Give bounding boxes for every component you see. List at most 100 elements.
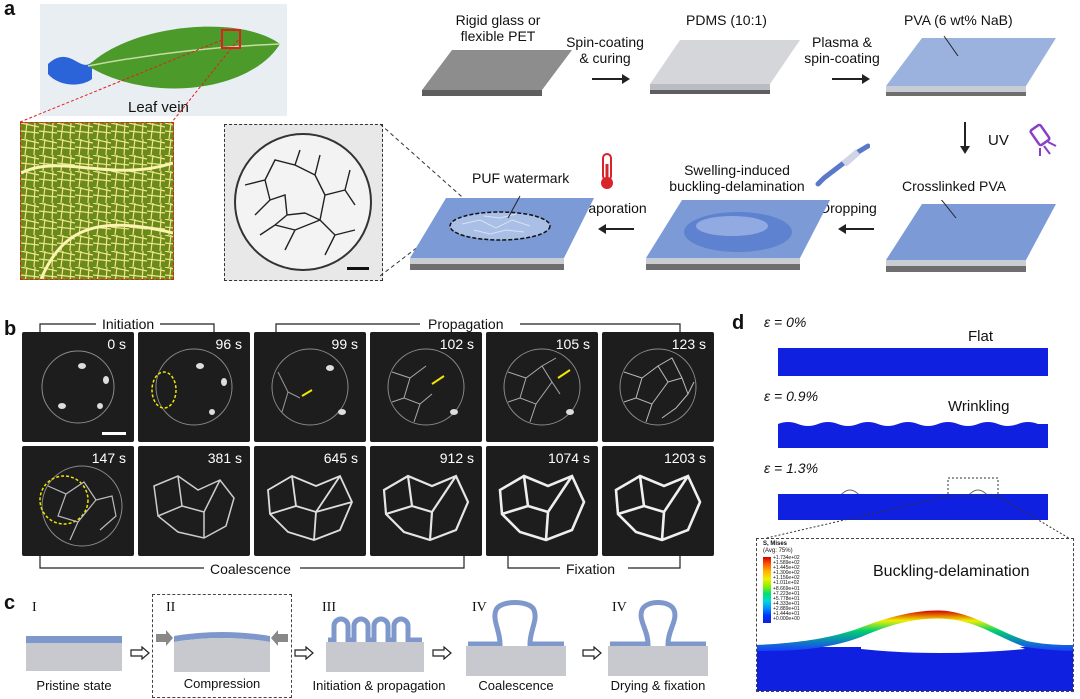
strain-label: ε = 0.9% — [764, 388, 819, 404]
stage-roman: IV — [612, 600, 627, 615]
arrow-down-icon — [960, 122, 970, 154]
fem-title: Buckling-delamination — [873, 563, 1030, 580]
time-label: 645 s — [323, 450, 358, 466]
time-label: 123 s — [671, 336, 706, 352]
glass-substrate — [422, 50, 572, 96]
legend-value: +1.011e+02 — [773, 580, 800, 587]
time-label: 96 s — [215, 336, 242, 352]
legend-value: +1.734e+02 — [773, 555, 800, 561]
time-label: 147 s — [91, 450, 126, 466]
stage-roman: I — [32, 600, 37, 615]
timelapse-tile: 99 s — [254, 332, 366, 442]
arrow-right-icon — [130, 646, 150, 660]
thermometer-icon — [601, 153, 613, 189]
step2-label: PDMS (10:1) — [686, 12, 767, 28]
step4-label: Crosslinked PVA — [902, 178, 1007, 194]
timelapse-tile: 1074 s — [486, 446, 598, 556]
time-label: 912 s — [439, 450, 474, 466]
state-label: Flat — [968, 328, 994, 345]
time-label: 102 s — [439, 336, 474, 352]
legend-colorbar — [763, 557, 771, 623]
puf-micrograph — [224, 124, 383, 281]
arrow-right-icon — [832, 74, 870, 84]
legend-value: +4.333e+01 — [773, 600, 800, 607]
strain-label: ε = 1.3% — [764, 460, 819, 476]
pdms-layer — [650, 40, 800, 94]
legend-value: +5.778e+01 — [773, 595, 800, 602]
leaf-illustration — [48, 26, 281, 89]
panel-a-label: a — [4, 0, 16, 20]
pipette-icon — [815, 143, 870, 187]
swelling-droplet-layer — [646, 200, 830, 270]
legend-value: +8.669e+01 — [773, 585, 800, 592]
bracket-fixation: Fixation — [566, 561, 616, 577]
legend-value: +1.444e+01 — [773, 611, 800, 618]
dropping-label: Dropping — [820, 200, 877, 216]
timelapse-tile: 0 s — [22, 332, 134, 442]
time-label: 0 s — [107, 336, 126, 352]
time-label: 1203 s — [663, 450, 706, 466]
stage-compression — [156, 630, 288, 672]
step6-label: PUF watermark — [472, 170, 570, 186]
stage-caption: Coalescence — [478, 678, 554, 693]
legend-value: +2.889e+01 — [773, 605, 800, 612]
legend-value: +0.000e+00 — [773, 616, 800, 623]
legend-value: +1.589e+02 — [773, 560, 800, 567]
timelapse-tile: 147 s — [22, 446, 134, 556]
time-label: 99 s — [331, 336, 358, 352]
timelapse-tile: 645 s — [254, 446, 366, 556]
bracket-initiation: Initiation — [102, 316, 155, 332]
bracket-coalescence: Coalescence — [210, 561, 291, 577]
legend-header: S, Mises — [763, 541, 788, 547]
stage-roman: IV — [472, 600, 487, 615]
pva-layer — [886, 35, 1056, 96]
stage-coalescence — [466, 600, 566, 676]
stage-caption: Drying & fixation — [610, 678, 706, 693]
arrow-right-icon — [582, 646, 602, 660]
timelapse-tile: 96 s — [138, 332, 250, 442]
fem-buckle — [757, 610, 1073, 691]
stage-caption: Initiation & propagation — [312, 678, 446, 693]
legend-header: (Avg: 75%) — [763, 548, 793, 554]
fem-bar-delamination — [778, 477, 1048, 520]
arrow-left-icon — [838, 224, 874, 234]
stage-drying — [608, 600, 708, 676]
zoom-leader-lines — [757, 495, 1073, 541]
stage-compression-box — [152, 594, 292, 698]
zoom-lines — [19, 39, 239, 123]
stage-caption: Compression — [183, 676, 261, 691]
arrow-right-icon — [592, 74, 630, 84]
stage-pristine — [26, 636, 122, 671]
fem-bar-flat — [778, 348, 1048, 376]
top-brackets — [39, 323, 681, 334]
uv-lamp-icon — [1029, 123, 1057, 156]
timelapse-tile: 123 s — [602, 332, 714, 442]
stage-initiation — [326, 616, 424, 672]
time-label: 1074 s — [547, 450, 590, 466]
hand-icon — [48, 56, 92, 85]
bottom-brackets — [39, 556, 681, 569]
arrow2-label: Plasma &spin-coating — [804, 34, 880, 66]
panel-d-label: d — [732, 312, 745, 334]
timelapse-tile: 381 s — [138, 446, 250, 556]
arrow-left-icon — [598, 224, 634, 234]
arrow-right-icon — [294, 646, 314, 660]
state-label: Wrinkling — [948, 398, 1010, 415]
step3-label: PVA (6 wt% NaB) — [904, 12, 1013, 28]
leaf-vein-micro — [20, 122, 174, 280]
panel-c-label: c — [4, 592, 16, 614]
arrow1-label: Spin-coating& curing — [566, 34, 644, 66]
timelapse-tile: 912 s — [370, 446, 482, 556]
timelapse-tile: 1203 s — [602, 446, 714, 556]
legend-value: +1.300e+02 — [773, 570, 800, 577]
fem-bar-wrinkling — [778, 422, 1048, 448]
legend-value: +1.445e+02 — [773, 565, 800, 572]
crosslinked-pva-layer — [886, 200, 1056, 272]
time-label: 381 s — [207, 450, 242, 466]
leaf-vein-label: Leaf vein — [128, 99, 189, 116]
legend-value: +1.156e+02 — [773, 575, 800, 582]
legend-value: +7.223e+01 — [773, 590, 800, 597]
panel-b-label: b — [4, 318, 17, 340]
